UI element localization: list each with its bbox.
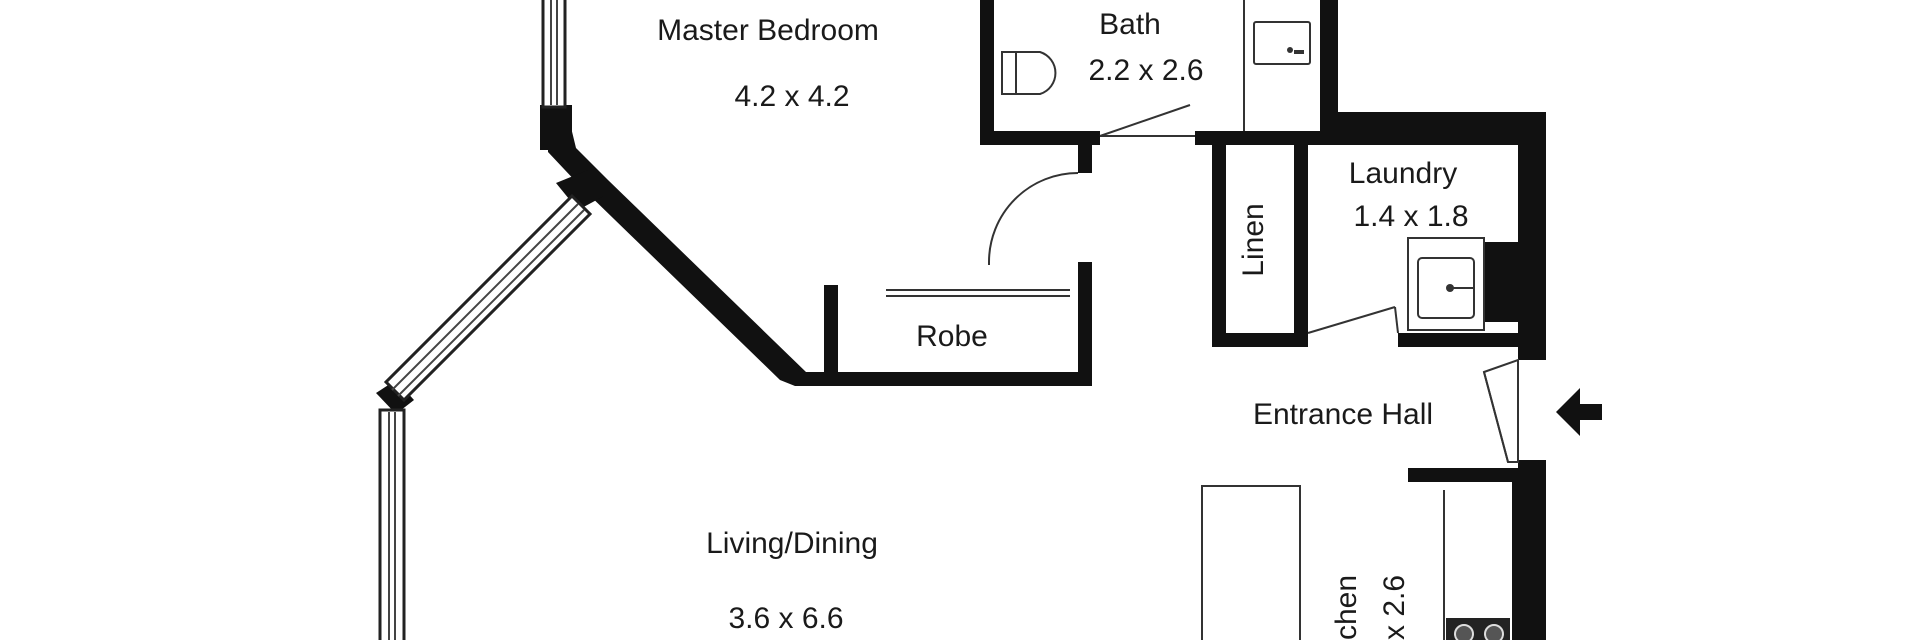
room-name-kitchen: chen <box>1330 575 1363 640</box>
basin-spout <box>1294 50 1304 54</box>
window-diagonal <box>383 193 593 403</box>
wall-linen-left <box>1212 145 1226 345</box>
room-name-robe: Robe <box>916 320 988 353</box>
door-leaf-bath <box>1099 104 1191 137</box>
fixtures <box>1001 0 1510 640</box>
room-name-laundry: Laundry <box>1349 157 1457 190</box>
room-name-linen: Linen <box>1237 203 1270 276</box>
windows <box>378 0 593 640</box>
wall-corner-block <box>1320 112 1532 145</box>
wall-right-upper <box>1518 112 1546 360</box>
toilet-icon <box>1001 51 1057 95</box>
wall-bedroom-diagonal <box>548 115 806 386</box>
room-name-master-bedroom: Master Bedroom <box>657 14 879 47</box>
wall-bath-bottom-left <box>980 131 1100 145</box>
wall-robe-bottom <box>795 372 1092 386</box>
wall-left-top-block <box>540 105 572 150</box>
wall-corner-knot-1 <box>556 170 604 210</box>
kitchen-island <box>1201 485 1301 640</box>
cooktop-icon <box>1446 618 1510 640</box>
door-leaf-laundry <box>1307 306 1396 334</box>
basin-icon <box>1243 0 1311 131</box>
window-bedroom-top <box>541 0 567 109</box>
wall-corner-knot-2 <box>376 380 414 414</box>
wall-kitchen-right <box>1512 468 1526 640</box>
room-dims-living-dining: 3.6 x 6.6 <box>728 602 843 635</box>
door-swing-bedroom <box>988 172 1079 263</box>
toilet-bowl <box>1015 51 1057 95</box>
room-labels: Master Bedroom 4.2 x 4.2 Bath 2.2 x 2.6 … <box>657 8 1468 640</box>
window-living-left <box>378 408 406 640</box>
room-name-living-dining: Living/Dining <box>706 527 878 560</box>
cooktop-burner <box>1484 624 1504 640</box>
door-edge-entrance <box>1483 371 1509 463</box>
window-pane <box>397 209 585 397</box>
room-dims-kitchen: x 2.6 <box>1378 575 1411 640</box>
wall-linen-bottom <box>1212 333 1308 347</box>
wall-laundry-right <box>1480 242 1518 322</box>
wall-bath-left <box>980 0 994 145</box>
toilet-cistern <box>1001 51 1017 95</box>
laundry-sink-icon <box>1407 237 1485 331</box>
room-dims-bath: 2.2 x 2.6 <box>1088 54 1203 87</box>
room-name-bath: Bath <box>1099 8 1161 41</box>
door-jamb-laundry <box>1394 306 1399 334</box>
wall-entrance-bottom <box>1408 468 1522 482</box>
room-dims-laundry: 1.4 x 1.8 <box>1353 200 1468 233</box>
door-leaf-entrance <box>1482 358 1519 463</box>
wall-door-jamb-top <box>1078 143 1092 173</box>
walls <box>376 0 1546 640</box>
room-name-entrance-hall: Entrance Hall <box>1253 398 1433 431</box>
doors <box>886 104 1519 463</box>
wall-laundry-bottom <box>1398 333 1520 347</box>
cooktop-burner <box>1454 624 1474 640</box>
wall-bath-bottom-right <box>1195 131 1335 145</box>
window-pane <box>391 203 579 391</box>
wall-robe-left <box>824 285 838 380</box>
wall-linen-right <box>1294 145 1308 335</box>
wall-robe-right <box>1078 262 1092 386</box>
entry-arrow-shape <box>1556 388 1602 436</box>
room-dims-master-bedroom: 4.2 x 4.2 <box>734 80 849 113</box>
wall-bath-right <box>1320 0 1338 145</box>
basin-tap <box>1287 47 1293 53</box>
entry-arrow-icon <box>1556 388 1602 436</box>
basin-bowl <box>1253 21 1311 65</box>
